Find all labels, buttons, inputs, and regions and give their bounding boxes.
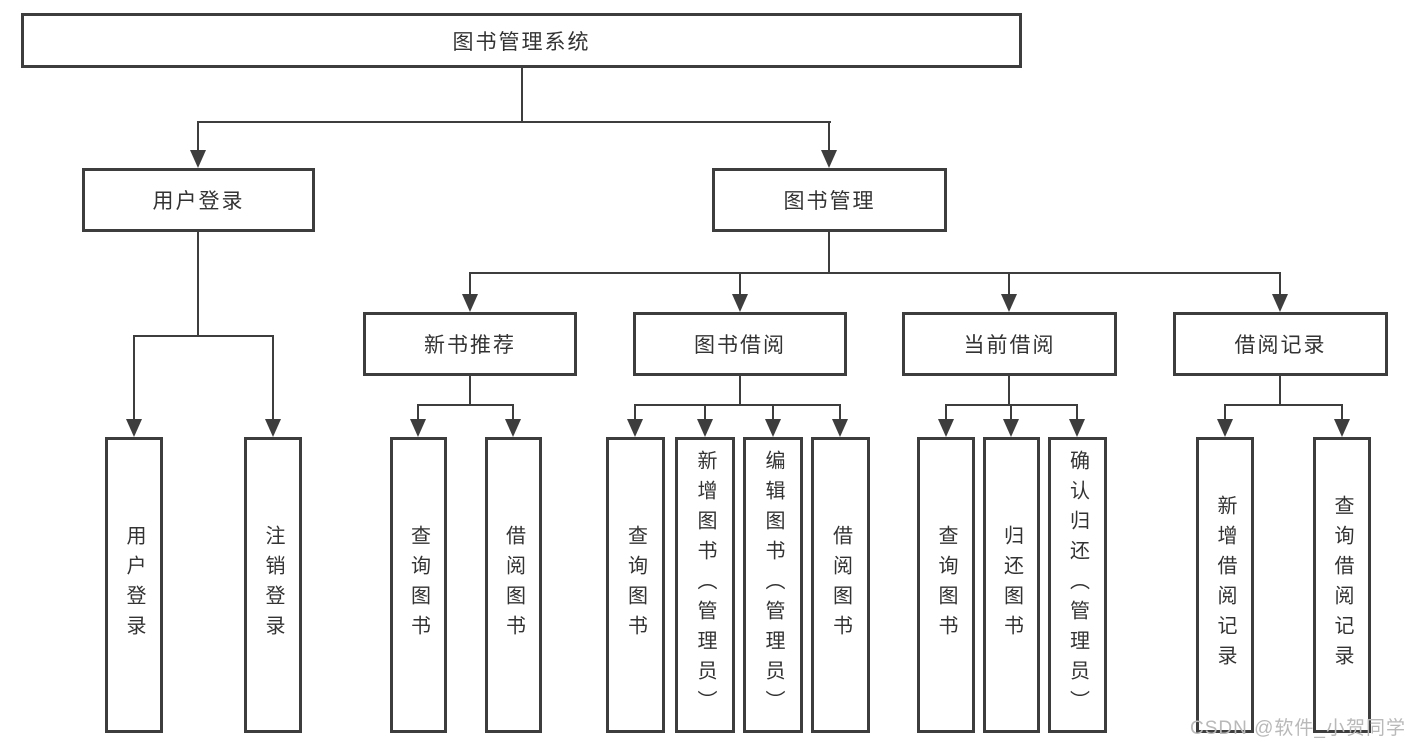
leaf-user-login-label: 用户登录 xyxy=(123,525,145,645)
arrowhead-leaf xyxy=(627,419,643,437)
connector-book-borrow-shaft xyxy=(739,272,741,296)
leaf-recommend-borrow-books-label: 借阅图书 xyxy=(502,525,525,645)
connector-leaf-shaft xyxy=(1076,404,1078,421)
connector-new-book-split xyxy=(417,404,514,406)
node-book-borrow-label: 图书借阅 xyxy=(694,334,786,357)
node-root: 图书管理系统 xyxy=(21,13,1022,68)
csdn-watermark: CSDN @软件_小贺同学 xyxy=(1190,718,1405,739)
leaf-edit-books-admin-label: 编辑图书（管理员） xyxy=(762,450,784,720)
connector-book-borrow-stem xyxy=(739,376,741,406)
connector-leaf-login-shaft xyxy=(133,335,135,421)
node-current-borrow: 当前借阅 xyxy=(902,312,1117,376)
connector-leaf-shaft xyxy=(772,404,774,421)
leaf-borrow-query-books-label: 查询图书 xyxy=(624,525,647,645)
node-book-mgmt-label: 图书管理 xyxy=(783,190,876,213)
leaf-recommend-borrow-books: 借阅图书 xyxy=(485,437,542,733)
connector-current-borrow-stem xyxy=(1008,376,1010,406)
arrowhead-leaf xyxy=(1069,419,1085,437)
leaf-add-books-admin: 新增图书（管理员） xyxy=(675,437,735,733)
connector-leaf-shaft xyxy=(704,404,706,421)
arrowhead-current-borrow xyxy=(1001,294,1017,312)
arrowhead-leaf xyxy=(505,419,521,437)
leaf-current-query-books-label: 查询图书 xyxy=(935,525,957,645)
connector-leaf-shaft xyxy=(839,404,841,421)
arrowhead-borrow-records xyxy=(1272,294,1288,312)
leaf-borrow-query-books: 查询图书 xyxy=(606,437,665,733)
leaf-current-query-books: 查询图书 xyxy=(917,437,975,733)
leaf-confirm-return-admin-label: 确认归还（管理员） xyxy=(1066,450,1089,720)
arrowhead-leaf xyxy=(832,419,848,437)
leaf-recommend-query-books-label: 查询图书 xyxy=(407,525,430,645)
connector-current-borrow-shaft xyxy=(1008,272,1010,296)
connector-leaf-shaft xyxy=(634,404,636,421)
leaf-add-borrow-record: 新增借阅记录 xyxy=(1196,437,1254,733)
connector-root-stem xyxy=(521,68,523,123)
arrowhead-leaf-login xyxy=(126,419,142,437)
node-book-borrow: 图书借阅 xyxy=(633,312,847,376)
arrowhead-book-borrow xyxy=(732,294,748,312)
node-new-book-recommend-label: 新书推荐 xyxy=(424,334,516,357)
arrowhead-leaf xyxy=(697,419,713,437)
arrowhead-leaf xyxy=(938,419,954,437)
leaf-return-books: 归还图书 xyxy=(983,437,1040,733)
connector-leaf-shaft xyxy=(1010,404,1012,421)
connector-borrow-records-split xyxy=(1224,404,1343,406)
leaf-add-borrow-record-label: 新增借阅记录 xyxy=(1214,495,1236,675)
connector-user-login-stem xyxy=(197,232,199,337)
arrowhead-leaf-logout xyxy=(265,419,281,437)
node-new-book-recommend: 新书推荐 xyxy=(363,312,577,376)
connector-level1-split xyxy=(197,121,831,123)
leaf-logout-login: 注销登录 xyxy=(244,437,302,733)
leaf-query-borrow-record-label: 查询借阅记录 xyxy=(1331,495,1353,675)
connector-leaf-shaft xyxy=(1341,404,1343,421)
connector-leaf-shaft xyxy=(1224,404,1226,421)
connector-leaf-shaft xyxy=(945,404,947,421)
leaf-add-books-admin-label: 新增图书（管理员） xyxy=(694,450,716,720)
connector-leaf-shaft xyxy=(417,404,419,421)
connector-borrow-records-shaft xyxy=(1279,272,1281,296)
leaf-borrow-books: 借阅图书 xyxy=(811,437,870,733)
leaf-return-books-label: 归还图书 xyxy=(1000,525,1023,645)
leaf-borrow-books-label: 借阅图书 xyxy=(829,525,852,645)
connector-new-book-stem xyxy=(469,376,471,406)
arrowhead-leaf xyxy=(1217,419,1233,437)
node-borrow-records-label: 借阅记录 xyxy=(1234,334,1327,357)
connector-leaf-shaft xyxy=(512,404,514,421)
connector-leaf-logout-shaft xyxy=(272,335,274,421)
node-book-mgmt: 图书管理 xyxy=(712,168,947,232)
leaf-recommend-query-books: 查询图书 xyxy=(390,437,447,733)
connector-book-borrow-split xyxy=(634,404,841,406)
node-user-login: 用户登录 xyxy=(82,168,315,232)
connector-borrow-records-stem xyxy=(1279,376,1281,406)
arrowhead-leaf xyxy=(1334,419,1350,437)
node-user-login-label: 用户登录 xyxy=(152,190,245,213)
arrowhead-user-login xyxy=(190,150,206,168)
arrowhead-leaf xyxy=(1003,419,1019,437)
node-root-label: 图书管理系统 xyxy=(452,30,591,54)
leaf-edit-books-admin: 编辑图书（管理员） xyxy=(743,437,803,733)
connector-book-mgmt-stem xyxy=(828,232,830,274)
connector-user-login-split xyxy=(133,335,274,337)
arrowhead-book-mgmt xyxy=(821,150,837,168)
arrowhead-leaf xyxy=(410,419,426,437)
connector-book-mgmt-shaft xyxy=(828,121,830,153)
arrowhead-leaf xyxy=(765,419,781,437)
leaf-user-login: 用户登录 xyxy=(105,437,163,733)
leaf-logout-login-label: 注销登录 xyxy=(262,525,284,645)
leaf-query-borrow-record: 查询借阅记录 xyxy=(1313,437,1371,733)
connector-user-login-shaft xyxy=(197,121,199,153)
connector-new-book-shaft xyxy=(469,272,471,296)
node-current-borrow-label: 当前借阅 xyxy=(963,334,1056,357)
connector-level2-split xyxy=(469,272,1281,274)
node-borrow-records: 借阅记录 xyxy=(1173,312,1388,376)
leaf-confirm-return-admin: 确认归还（管理员） xyxy=(1048,437,1107,733)
arrowhead-new-book xyxy=(462,294,478,312)
